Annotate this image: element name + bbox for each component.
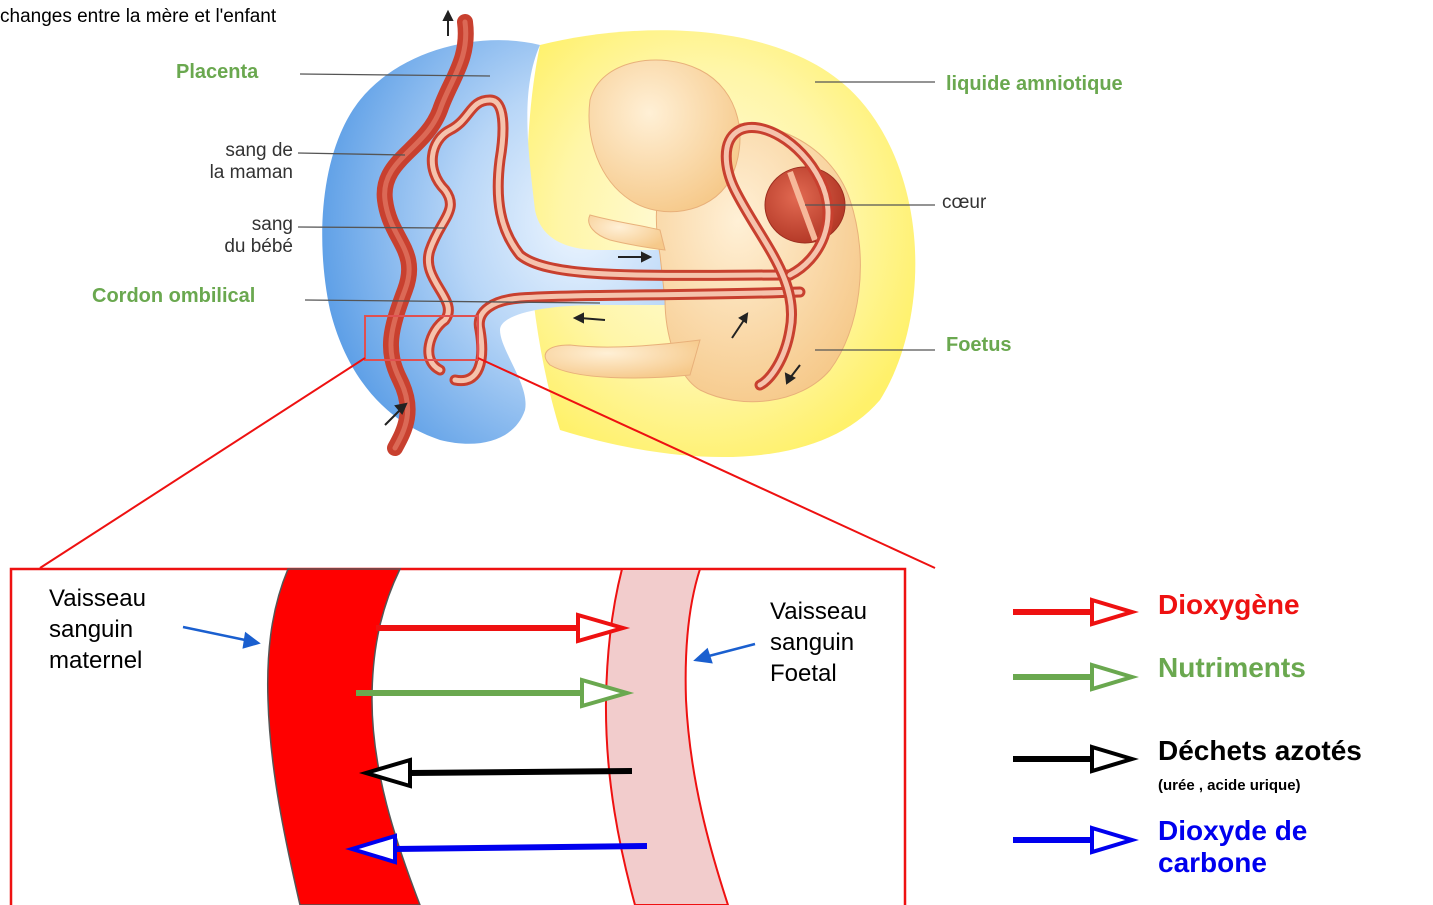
legend-nutrients: Nutriments <box>1158 652 1306 684</box>
maternal-vessel-line2: sanguin <box>49 614 199 645</box>
baby-blood-line2: du bébé <box>150 236 293 258</box>
legend-carbon-dioxide: Dioxyde de carbone <box>1158 815 1307 879</box>
umbilical-cord-label: Cordon ombilical <box>92 285 255 308</box>
maternal-blood-line1: sang de <box>150 140 293 162</box>
baby-blood-label: sang du bébé <box>150 214 293 258</box>
fetus-label: Foetus <box>946 334 1012 357</box>
heart-label: cœur <box>942 192 986 214</box>
maternal-blood-label: sang de la maman <box>150 140 293 184</box>
caption-text: changes entre la mère et l'enfant <box>0 6 276 28</box>
zoom-line-left <box>40 358 365 568</box>
fetal-vessel-line1: Vaisseau <box>770 596 905 627</box>
maternal-vessel-line3: maternel <box>49 645 199 676</box>
maternal-blood-line2: la maman <box>150 162 293 184</box>
legend-co2-line1: Dioxyde de <box>1158 815 1307 847</box>
placenta-label: Placenta <box>176 61 258 84</box>
maternal-vessel-label: Vaisseau sanguin maternel <box>49 583 199 677</box>
maternal-vessel-line1: Vaisseau <box>49 583 199 614</box>
legend-arrows <box>1013 600 1132 852</box>
legend-nitrogen-waste-sub: (urée , acide urique) <box>1158 777 1301 794</box>
legend-dioxygen: Dioxygène <box>1158 589 1300 621</box>
fetal-vessel-line2: sanguin <box>770 627 905 658</box>
legend-co2-line2: carbone <box>1158 847 1307 879</box>
amniotic-fluid-label: liquide amniotique <box>946 73 1123 96</box>
fetal-vessel-label: Vaisseau sanguin Foetal <box>770 596 905 690</box>
fetal-vessel-line3: Foetal <box>770 658 905 689</box>
baby-blood-line1: sang <box>150 214 293 236</box>
legend-nitrogen-waste: Déchets azotés <box>1158 735 1362 767</box>
